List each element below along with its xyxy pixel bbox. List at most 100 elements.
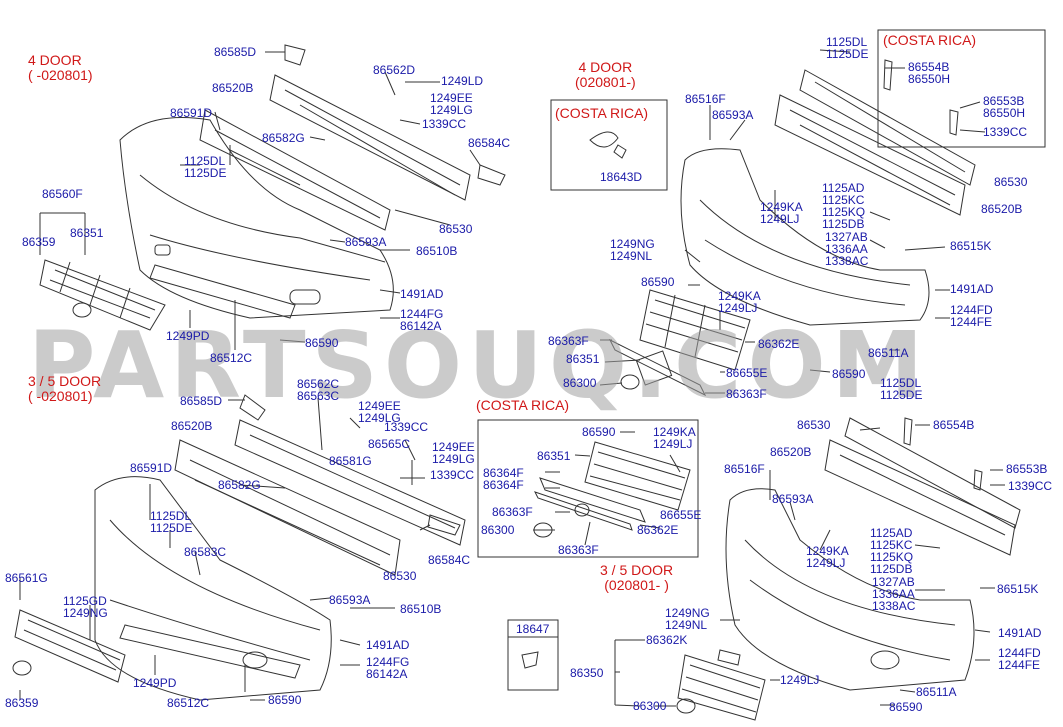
part-label: 1249KA 1249LJ xyxy=(653,425,696,451)
part-label: 1125DL 1125DE xyxy=(184,154,227,180)
part-label: 86590 xyxy=(832,367,866,381)
part-label: 1491AD xyxy=(366,638,410,652)
part-label: 1491AD xyxy=(400,287,444,301)
part-label: 86561G xyxy=(5,571,48,585)
front-bumper-cover-4door-old xyxy=(119,117,394,319)
emblem-86359 xyxy=(72,302,92,318)
part-label: 1491AD xyxy=(998,626,1042,640)
part-label: 86511A xyxy=(916,685,957,699)
part-box-18647 xyxy=(507,619,559,691)
costa-rica-box-1 xyxy=(550,99,668,191)
part-label: 86562C 86563C xyxy=(297,377,340,403)
part-label: 1249KA 1249LJ xyxy=(718,289,761,315)
part-label: 1125GD 1249NG xyxy=(63,594,108,620)
bumper-beam-35-new xyxy=(844,417,1021,529)
part-label: 86581G xyxy=(329,454,372,468)
part-label: 86582G xyxy=(262,131,305,145)
part-label: 86510B xyxy=(416,244,458,258)
grille-86351-costa xyxy=(584,441,691,511)
part-label: 1125AD 1125KC 1125KQ 1125DB xyxy=(870,526,914,576)
section-title-4door-old: 4 DOOR ( -020801) xyxy=(28,52,93,83)
part-label: 86655E xyxy=(726,366,768,380)
part-label: 1249LJ xyxy=(780,673,820,687)
part-label: 86553B 86550H xyxy=(983,94,1026,120)
part-label: 86590 xyxy=(305,336,339,350)
part-label: 1491AD xyxy=(950,282,994,296)
part-label: 86351 xyxy=(537,449,571,463)
watermark: PARTSOUQ.COM xyxy=(28,312,930,419)
lower-grille-86512c-b xyxy=(119,624,301,679)
part-label: 86359 xyxy=(5,696,39,710)
costa-rica-box-3 xyxy=(477,419,699,558)
part-label: 86553B xyxy=(1006,462,1048,476)
part-label: 86351 xyxy=(70,226,104,240)
part-label: 86584C xyxy=(428,553,471,567)
part-label: 1339CC xyxy=(430,468,475,482)
energy-absorber-35-new xyxy=(824,439,1016,556)
part-label: 86362E xyxy=(758,337,800,351)
grille-86560f xyxy=(39,259,166,331)
bumper-beam-new xyxy=(799,69,976,186)
part-label: 86530 xyxy=(439,222,473,236)
part-label: 86560F xyxy=(42,187,83,201)
part-label: 18647 xyxy=(516,622,550,636)
part-label: 86562D xyxy=(373,63,416,77)
part-label: 86362E xyxy=(637,523,679,537)
part-label: 86565C xyxy=(368,437,411,451)
costa-rica-box-2 xyxy=(877,29,1046,148)
part-label: 86530 xyxy=(797,418,831,432)
part-label: 86363F xyxy=(726,387,767,401)
part-label: 1339CC xyxy=(422,117,467,131)
part-label: 1249PD xyxy=(133,676,177,690)
grille-86350 xyxy=(677,654,766,721)
costa-rica-label-1: (COSTA RICA) xyxy=(555,105,649,121)
part-label: 1244FG 86142A xyxy=(400,307,444,333)
part-label: 86516F xyxy=(724,462,765,476)
part-label: 1249PD xyxy=(166,329,210,343)
costa-rica-label-3: (COSTA RICA) xyxy=(476,397,570,413)
part-label: 1125AD 1125KC 1125KQ 1125DB xyxy=(822,181,866,231)
part-label: 86593A xyxy=(712,108,754,122)
part-label: 86584C xyxy=(468,136,511,150)
part-label: 86590 xyxy=(641,275,675,289)
part-label: 86585D xyxy=(214,45,257,59)
part-label: 1249EE 1249LG xyxy=(430,91,473,117)
part-label: 86554B xyxy=(933,418,975,432)
part-label: 86512C xyxy=(210,351,253,365)
part-label: 86362K xyxy=(646,633,688,647)
part-label: 86511A xyxy=(868,346,909,360)
bracket-86585d xyxy=(284,44,306,66)
part-label: 86585D xyxy=(180,394,223,408)
part-label: 86512C xyxy=(167,696,210,710)
part-label: 86351 xyxy=(566,352,600,366)
part-label: 86364F 86364F xyxy=(483,466,524,492)
part-label: 86593A xyxy=(772,492,814,506)
part-label: 1249LD xyxy=(441,74,484,88)
part-label: 1249NG 1249NL xyxy=(665,606,710,632)
part-label: 1125DL 1125DE xyxy=(150,509,193,535)
part-label: 86516F xyxy=(685,92,726,106)
part-label: 1339CC xyxy=(983,125,1028,139)
part-label: 1249KA 1249LJ xyxy=(760,200,803,226)
part-label: 1125DL 1125DE xyxy=(826,35,869,61)
part-label: 86583C xyxy=(184,545,227,559)
part-label: 1339CC xyxy=(1008,479,1053,493)
grille-86351-new xyxy=(639,289,751,371)
section-title-35door-old: 3 / 5 DOOR ( -020801) xyxy=(28,373,102,404)
part-label: 86590 xyxy=(268,693,302,707)
part-label: 1249NG 1249NL xyxy=(610,237,655,263)
part-label: 86655E xyxy=(660,508,702,522)
section-title-35door-new: 3 / 5 DOOR (020801- ) xyxy=(600,562,674,593)
energy-absorber-new xyxy=(774,94,966,216)
part-label: 86363F xyxy=(548,334,589,348)
part-label: 86591D xyxy=(130,461,173,475)
part-label: 86363F xyxy=(492,505,533,519)
part-label: 86530 xyxy=(994,175,1028,189)
front-bumper-cover-35door-old xyxy=(94,476,332,701)
part-label: 1249EE 1249LG xyxy=(432,440,475,466)
emblem-86359-b xyxy=(12,660,32,676)
part-label: 86510B xyxy=(400,602,442,616)
part-label: 86350 xyxy=(570,666,604,680)
emblem-86300-new xyxy=(620,374,640,390)
